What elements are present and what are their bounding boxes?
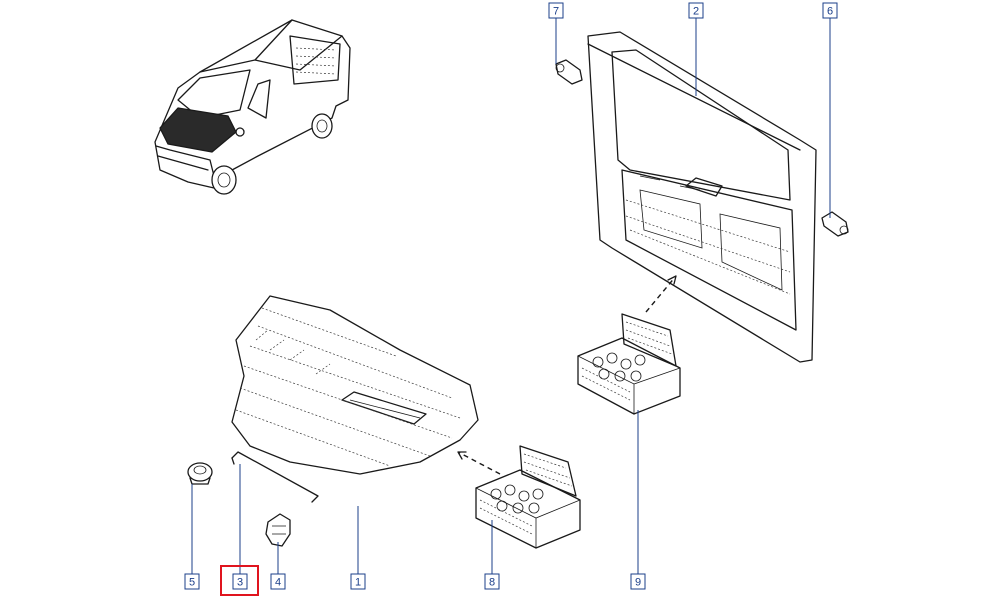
assembly-arrows	[457, 275, 677, 475]
clip	[265, 513, 291, 547]
callout-label: 2	[693, 6, 699, 18]
callout-3[interactable]: 3	[220, 565, 259, 596]
leader-lines	[191, 18, 831, 574]
callout-2[interactable]: 2	[688, 2, 704, 19]
callout-label: 4	[275, 577, 281, 589]
bolt-side	[821, 211, 849, 237]
callout-label: 8	[489, 577, 495, 589]
callout-label: 9	[635, 577, 641, 589]
van-overview-illustration	[154, 19, 351, 195]
callout-label: 3	[237, 577, 243, 589]
callout-4[interactable]: 4	[270, 573, 286, 590]
fastener-kit-box-front	[475, 445, 581, 549]
selected-highlight	[220, 565, 259, 596]
callout-5[interactable]: 5	[184, 573, 200, 590]
fastener-kit-box-rear	[577, 313, 681, 415]
callout-8[interactable]: 8	[484, 573, 500, 590]
grommet	[187, 462, 213, 485]
callout-label: 1	[355, 577, 361, 589]
callout-7[interactable]: 7	[548, 2, 564, 19]
bolt-top	[555, 59, 583, 85]
bonnet-panel	[231, 295, 479, 475]
callout-1[interactable]: 1	[350, 573, 366, 590]
support-rod	[231, 451, 319, 503]
callout-label: 5	[189, 577, 195, 589]
callout-6[interactable]: 6	[822, 2, 838, 19]
rear-door-panel	[587, 31, 817, 363]
callout-9[interactable]: 9	[630, 573, 646, 590]
callout-label: 7	[553, 6, 559, 18]
callout-label: 6	[827, 6, 833, 18]
